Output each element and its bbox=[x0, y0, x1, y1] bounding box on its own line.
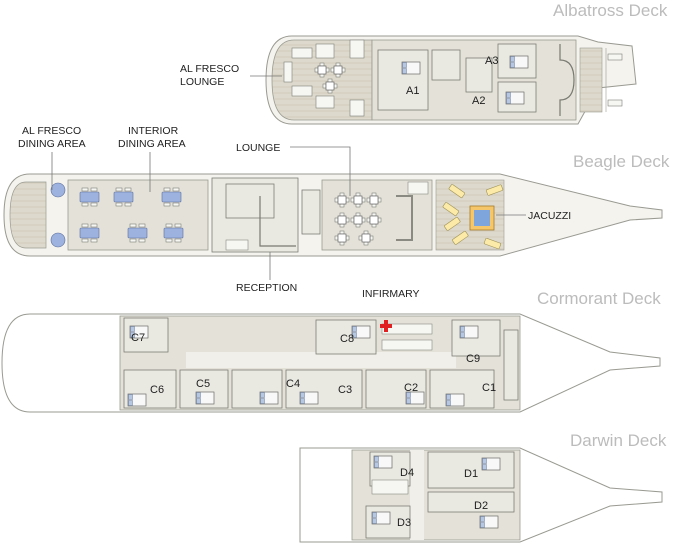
deck-title-darwin: Darwin Deck bbox=[570, 431, 667, 450]
cabin-label-c4: C4 bbox=[286, 378, 300, 390]
cabin-label-c5: C5 bbox=[196, 378, 210, 390]
deck-title-beagle: Beagle Deck bbox=[573, 152, 670, 171]
callout-al-fresco-dining-line1: AL FRESCO bbox=[22, 125, 81, 137]
callout-infirmary: INFIRMARY bbox=[362, 288, 420, 300]
albatross-aft-deck bbox=[271, 39, 373, 121]
cabin-label-c7: C7 bbox=[131, 332, 145, 344]
albatross-deck: Albatross Deck A bbox=[180, 1, 668, 125]
al-fresco-lounge-furniture bbox=[283, 39, 365, 117]
lounge-furniture bbox=[334, 181, 429, 246]
callout-interior-dining-line1: INTERIOR bbox=[128, 125, 179, 137]
cabin-a1[interactable] bbox=[377, 49, 429, 111]
callout-interior-dining-line2: DINING AREA bbox=[118, 138, 186, 150]
callout-lounge: LOUNGE bbox=[236, 142, 280, 154]
deck-title-albatross: Albatross Deck bbox=[553, 1, 668, 20]
cabin-label-d3: D3 bbox=[397, 517, 411, 529]
callout-al-fresco-lounge-line2: LOUNGE bbox=[180, 76, 224, 88]
cabin-label-c2: C2 bbox=[404, 382, 418, 394]
cabin-label-c9: C9 bbox=[466, 353, 480, 365]
cabin-label-c1: C1 bbox=[482, 382, 496, 394]
cabin-label-a2: A2 bbox=[472, 95, 485, 107]
cabin-d2[interactable] bbox=[427, 491, 515, 513]
beagle-deck: Beagle Deck bbox=[3, 125, 670, 294]
cabin-label-c6: C6 bbox=[150, 384, 164, 396]
cabin-label-d4: D4 bbox=[400, 467, 414, 479]
deck-title-cormorant: Cormorant Deck bbox=[537, 289, 661, 308]
cormorant-deck: Cormorant Deck INFIRMARY C7 bbox=[1, 288, 661, 413]
callout-al-fresco-lounge-line1: AL FRESCO bbox=[180, 63, 239, 75]
cabin-label-c8: C8 bbox=[340, 333, 354, 345]
cabin-label-d1: D1 bbox=[464, 468, 478, 480]
darwin-deck: Darwin Deck D4 D1 D2 D3 bbox=[299, 431, 667, 543]
cabin-label-a3: A3 bbox=[485, 55, 498, 67]
cabin-label-a1: A1 bbox=[406, 85, 419, 97]
infirmary-cross bbox=[380, 320, 392, 332]
cabin-c3[interactable] bbox=[285, 369, 363, 409]
cabin-label-d2: D2 bbox=[474, 500, 488, 512]
cabin-label-c3: C3 bbox=[338, 384, 352, 396]
callout-al-fresco-dining-line2: DINING AREA bbox=[18, 138, 86, 150]
callout-jacuzzi: JACUZZI bbox=[528, 210, 571, 222]
callout-reception: RECEPTION bbox=[236, 282, 297, 294]
